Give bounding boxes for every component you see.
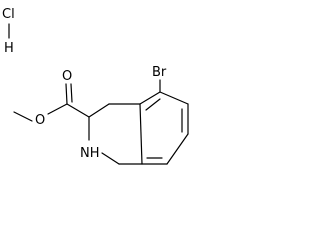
structure-diagram: Cl H O O NH Br <box>2 7 189 165</box>
hcl-chlorine-label: Cl <box>2 7 15 22</box>
methoxy-bond <box>13 111 33 122</box>
aromatic-bond-2 <box>159 91 189 105</box>
ester-oxygen-label: O <box>35 113 45 128</box>
ester-bond <box>47 103 68 115</box>
carbonyl-double-bond-b <box>70 83 73 103</box>
n-c1-bond <box>101 152 120 165</box>
amine-label: NH <box>80 146 100 161</box>
carbonyl-oxygen-label: O <box>62 69 72 84</box>
carbonyl-double-bond-a <box>65 83 68 105</box>
aromatic-bond-1 <box>139 91 161 105</box>
hcl-hydrogen-label: H <box>4 41 14 56</box>
aromatic-bond-6 <box>139 103 143 165</box>
c3-c4-bond <box>88 103 110 118</box>
carbonyl-to-ring-bond <box>66 103 90 118</box>
aromatic-bond-4 <box>166 133 189 165</box>
aromatic-double-bond-1 <box>145 98 161 111</box>
bromine-label: Br <box>152 65 167 80</box>
